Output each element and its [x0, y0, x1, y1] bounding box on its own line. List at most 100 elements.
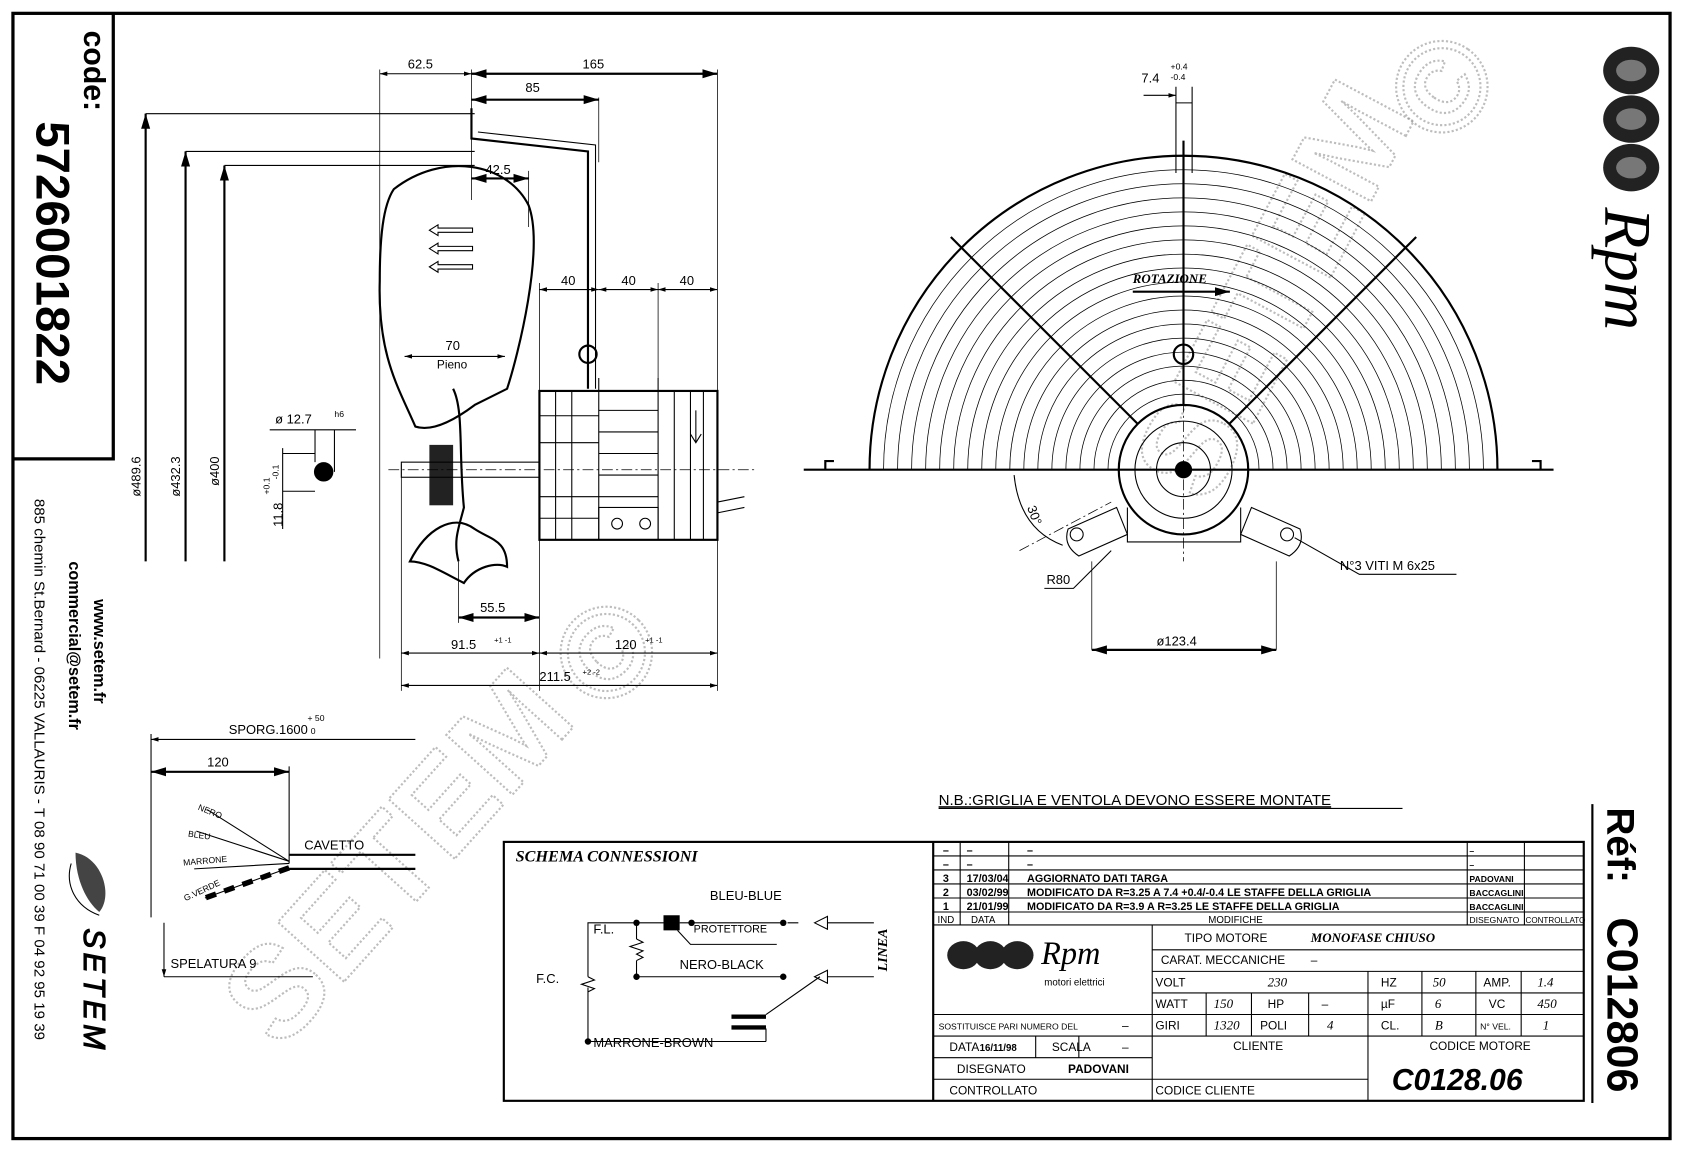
grille-spoke — [950, 236, 1139, 425]
setem-logo: SETEM — [68, 852, 111, 1054]
replaces-label: SOSTITUISCE PARI NUMERO DEL — [939, 1022, 1078, 1032]
header-checked: CONTROLLATO — [1525, 916, 1585, 925]
drawn-label: DISEGNATO — [957, 1062, 1026, 1076]
angle-30: 30° — [1024, 503, 1045, 527]
shaft-tolerance: h6 — [334, 409, 344, 419]
wire-blue-label: BLEU-BLUE — [710, 888, 782, 903]
ref-value: C012806 — [1597, 917, 1645, 1092]
code-value: 5726001822 — [26, 121, 79, 385]
speeds-label: N° VEL. — [1480, 1022, 1511, 1032]
revision-date: 03/02/99 — [967, 887, 1009, 899]
client-code-label: CODICE CLIENTE — [1155, 1083, 1255, 1097]
amp-label: AMP. — [1483, 975, 1510, 989]
dim-40-a: 40 — [561, 273, 575, 288]
wire-brown-label: MARRONE-BROWN — [593, 1035, 713, 1050]
screws-label: N°3 VITI M 6x25 — [1340, 558, 1435, 573]
revision-desc: MODIFICATO DA R=3.25 A 7.4 +0.4/-0.4 LE … — [1027, 887, 1371, 899]
revision-drawn: – — [1469, 860, 1474, 870]
motor-code-value: C0128.06 — [1392, 1064, 1523, 1097]
rpm-logo: Rpm — [1590, 46, 1664, 331]
checked-label: CONTROLLATO — [949, 1083, 1037, 1097]
mounting-brackets — [1066, 506, 1302, 557]
revision-ind: – — [943, 859, 949, 871]
dim-40-b: 40 — [621, 273, 635, 288]
code-label: code: — [77, 31, 110, 112]
mech-label: CARAT. MECCANICHE — [1161, 953, 1285, 967]
address: 885 chemin St.Bernard - 06225 VALLAURIS … — [31, 499, 48, 1040]
svg-text:Rpm: Rpm — [1590, 207, 1664, 331]
dim-11-8-tol-plus: +0.1 — [262, 477, 272, 494]
volt-label: VOLT — [1155, 975, 1185, 989]
revision-date: – — [967, 859, 973, 871]
vc-label: VC — [1489, 997, 1506, 1011]
poles-label: POLI — [1260, 1019, 1287, 1033]
svg-text:SETEM: SETEM — [77, 928, 110, 1054]
scale-label: SCALA — [1052, 1040, 1091, 1054]
dim-55-5: 55.5 — [480, 600, 505, 615]
revision-ind: – — [943, 845, 949, 857]
spelatura-label: SPELATURA 9 — [170, 956, 256, 971]
svg-text:Rpm: Rpm — [1040, 935, 1100, 971]
wire-black-label: NERO-BLACK — [680, 957, 764, 972]
connection-schematic: SCHEMA CONNESSIONI BLEU-BLUE PROTETTORE … — [516, 848, 891, 1050]
radius-r80: R80 — [1046, 572, 1070, 587]
side-view: 62.5 165 85 42.5 ø489.6 ø432.3 ø400 70 P… — [128, 56, 756, 691]
sporg-tol-minus: 0 — [311, 726, 316, 736]
line-label: LINEA — [876, 929, 891, 973]
bracket-tol-minus: -0.4 — [1171, 72, 1186, 82]
revision-drawn: BACCAGLINI — [1469, 902, 1523, 912]
cable-detail: SPORG.1600 + 50 0 120 NERO BLEU MARRONE … — [150, 713, 416, 977]
wire-marrone: MARRONE — [183, 854, 228, 868]
revision-desc: MODIFICATO DA R=3.9 A R=3.25 LE STAFFE D… — [1027, 901, 1340, 913]
email: commercial@setem.fr — [65, 561, 83, 730]
protector-label: PROTETTORE — [694, 924, 767, 936]
dim-211-5-tol: +2 -2 — [583, 668, 600, 677]
bracket-tol-plus: +0.4 — [1171, 61, 1188, 71]
ref-label: Réf: — [1598, 807, 1641, 883]
date-label: DATA — [949, 1040, 979, 1054]
cavetto-label: CAVETTO — [304, 837, 364, 852]
dia-400: ø400 — [207, 456, 222, 486]
header-desc: MODIFICHE — [1208, 915, 1263, 926]
header-drawn: DISEGNATO — [1469, 915, 1519, 925]
rotation-label: ROTAZIONE — [1132, 271, 1207, 286]
revision-ind: 2 — [943, 887, 949, 899]
hz-value: 50 — [1433, 974, 1446, 989]
dim-91-5-tol: +1 -1 — [494, 635, 511, 644]
dim-11-8-tol-minus: -0.1 — [270, 464, 280, 479]
fan-grille — [868, 140, 1499, 470]
cable-dim-120: 120 — [207, 754, 229, 769]
dim-85: 85 — [525, 80, 539, 95]
shaft-diameter: ø 12.7 — [275, 411, 312, 426]
pieno-label: Pieno — [437, 357, 468, 371]
speeds-value: 1 — [1543, 1018, 1549, 1033]
client-label: CLIENTE — [1233, 1039, 1283, 1053]
uf-label: µF — [1381, 997, 1395, 1011]
mech-value: – — [1311, 953, 1318, 967]
watt-label: WATT — [1155, 997, 1187, 1011]
revision-date: 17/03/04 — [967, 873, 1009, 885]
fc-label: F.C. — [536, 971, 559, 986]
revision-drawn: BACCAGLINI — [1469, 888, 1523, 898]
hp-value: – — [1322, 997, 1329, 1011]
wire-g-verde: G.VERDE — [182, 877, 222, 903]
airflow-arrows-icon — [428, 223, 474, 274]
dia-489: ø489.6 — [128, 456, 143, 496]
class-label: CL. — [1381, 1019, 1399, 1033]
svg-text:motori elettrici: motori elettrici — [1044, 977, 1104, 988]
revision-drawn: PADOVANI — [1469, 874, 1513, 884]
volt-value: 230 — [1268, 974, 1288, 989]
dim-62-5: 62.5 — [408, 56, 433, 71]
title-block: SCHEMA CONNESSIONI BLEU-BLUE PROTETTORE … — [502, 840, 1585, 1102]
dim-211-5: 211.5 — [539, 669, 570, 684]
motor-type-value: MONOFASE CHIUSO — [1310, 930, 1435, 945]
dim-120: 120 — [615, 637, 637, 652]
rpm-brand-logo: Rpm motori elettrici — [947, 935, 1105, 988]
left-panel: code: 5726001822 www.setem.fr commercial… — [12, 13, 115, 1054]
dim-91-5: 91.5 — [451, 637, 476, 652]
replaces-value: – — [1122, 1019, 1129, 1033]
revision-drawn: – — [1469, 846, 1474, 856]
dia-432: ø432.3 — [168, 456, 183, 496]
